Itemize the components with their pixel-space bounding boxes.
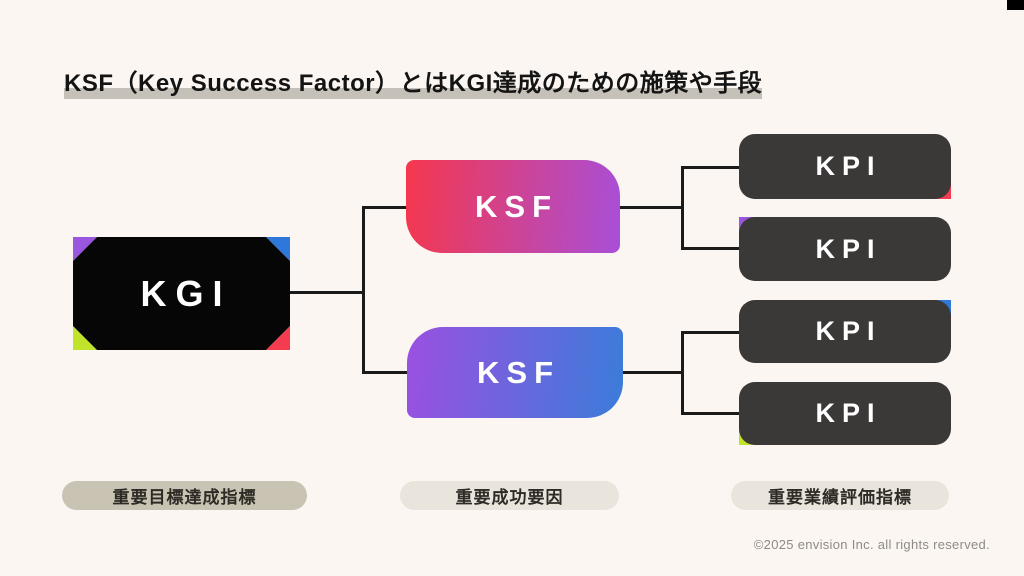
connector-kpi2-in xyxy=(681,247,739,250)
page-title-text: KSF（Key Success Factor）とはKGI達成のための施策や手段 xyxy=(64,70,763,97)
ksf-label: KSF xyxy=(475,188,558,224)
connector-kpi3-in xyxy=(681,331,739,334)
kgi-node: KGI xyxy=(73,237,290,350)
kpi-box: KPI xyxy=(739,217,951,281)
kpi-label: KPI xyxy=(815,316,882,346)
connector-ksf1-in xyxy=(362,206,408,209)
legend-pill-kgi: 重要目標達成指標 xyxy=(62,481,307,510)
connector-ksf1-out xyxy=(620,206,684,209)
connector-ksf2-in xyxy=(362,371,409,374)
kpi-node-1: KPI xyxy=(739,134,951,199)
corner-mark xyxy=(1007,0,1024,10)
kpi-node-2: KPI xyxy=(739,217,951,281)
legend-pill-ksf-label: 重要成功要因 xyxy=(455,488,564,507)
connector-kpi4-in xyxy=(681,412,739,415)
kgi-box: KGI xyxy=(73,237,290,350)
kpi-label: KPI xyxy=(815,233,882,264)
connector-ksf1-vertical xyxy=(681,166,684,250)
connector-kgi-out xyxy=(288,291,364,294)
kpi-node-3: KPI xyxy=(739,300,951,363)
ksf-label: KSF xyxy=(477,354,560,390)
kpi-box: KPI xyxy=(739,300,951,363)
legend-pill-kpi: 重要業績評価指標 xyxy=(731,481,949,510)
kpi-node-4: KPI xyxy=(739,382,951,445)
footer-copyright: ©2025 envision Inc. all rights reserved. xyxy=(753,537,990,552)
ksf-node-1: KSF xyxy=(406,160,620,253)
kpi-box: KPI xyxy=(739,134,951,199)
connector-ksf2-vertical xyxy=(681,331,684,415)
legend-pill-kgi-label: 重要目標達成指標 xyxy=(112,488,257,507)
legend-pill-ksf: 重要成功要因 xyxy=(400,481,619,510)
page-title: KSF（Key Success Factor）とはKGI達成のための施策や手段 xyxy=(64,68,762,99)
kpi-label: KPI xyxy=(815,151,882,181)
ksf-node-2: KSF xyxy=(407,327,623,418)
kpi-label: KPI xyxy=(815,398,882,428)
kgi-label: KGI xyxy=(140,272,232,314)
connector-ksf2-out xyxy=(622,371,684,374)
legend-pill-kpi-label: 重要業績評価指標 xyxy=(768,488,912,507)
kpi-box: KPI xyxy=(739,382,951,445)
connector-kgi-vertical xyxy=(362,206,365,374)
connector-kpi1-in xyxy=(681,166,739,169)
